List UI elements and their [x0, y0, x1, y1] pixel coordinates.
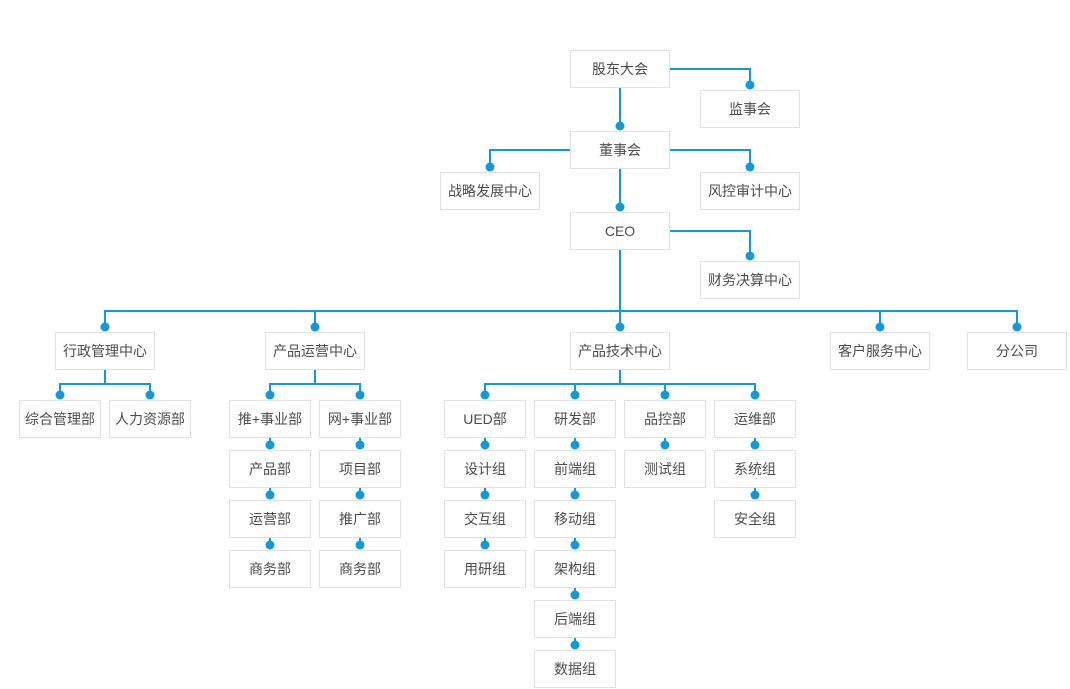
edge-shareholders-supervisory [670, 68, 755, 90]
org-node-strategy-center: 战略发展中心 [440, 172, 540, 210]
org-node-ued-dept: UED部 [444, 400, 526, 438]
org-node-security-group: 安全组 [714, 500, 796, 538]
org-node-business-dept-wang: 商务部 [319, 550, 401, 588]
org-node-data-group: 数据组 [534, 650, 616, 688]
org-node-design-group: 设计组 [444, 450, 526, 488]
org-node-branch-company: 分公司 [967, 332, 1067, 370]
edge-tech-children [480, 370, 760, 400]
org-node-product-dept: 产品部 [229, 450, 311, 488]
org-node-wang-division: 网+事业部 [319, 400, 401, 438]
org-node-ops-center: 产品运营中心 [265, 332, 365, 370]
org-node-service-center: 客户服务中心 [830, 332, 930, 370]
chain-links-tui-division [265, 438, 275, 550]
org-node-architecture-group: 架构组 [534, 550, 616, 588]
chain-links-ued [480, 438, 490, 550]
chain-links-wang-division [355, 438, 365, 550]
org-node-backend-group: 后端组 [534, 600, 616, 638]
org-node-interaction-group: 交互组 [444, 500, 526, 538]
org-node-supervisory-board: 监事会 [700, 90, 800, 128]
org-node-rd-dept: 研发部 [534, 400, 616, 438]
chain-links-devops [750, 438, 760, 500]
org-node-project-dept: 项目部 [319, 450, 401, 488]
org-node-testing-group: 测试组 [624, 450, 706, 488]
edge-admin-children [55, 370, 155, 400]
org-node-qc-dept: 品控部 [624, 400, 706, 438]
org-node-promotion-dept: 推广部 [319, 500, 401, 538]
org-node-risk-audit-center: 风控审计中心 [700, 172, 800, 210]
org-node-business-dept-tui: 商务部 [229, 550, 311, 588]
edge-board-strategy [485, 149, 570, 172]
chain-links-qc [660, 438, 670, 450]
edge-ops-children [265, 370, 365, 400]
org-node-tech-center: 产品技术中心 [570, 332, 670, 370]
org-node-board-of-directors: 董事会 [570, 131, 670, 169]
org-node-devops-dept: 运维部 [714, 400, 796, 438]
org-node-general-mgmt-dept: 综合管理部 [19, 400, 101, 438]
org-node-system-group: 系统组 [714, 450, 796, 488]
org-node-admin-center: 行政管理中心 [55, 332, 155, 370]
org-node-hr-dept: 人力资源部 [109, 400, 191, 438]
edge-shareholders-board [615, 88, 625, 131]
org-node-research-group: 用研组 [444, 550, 526, 588]
chain-links-rd [570, 438, 580, 650]
edge-ceo-centers [100, 250, 1022, 332]
edge-board-ceo [615, 169, 625, 212]
org-node-finance-center: 财务决算中心 [700, 261, 800, 299]
org-node-frontend-group: 前端组 [534, 450, 616, 488]
edge-board-risk-audit [670, 149, 755, 172]
org-node-mobile-group: 移动组 [534, 500, 616, 538]
org-node-shareholders-meeting: 股东大会 [570, 50, 670, 88]
edge-ceo-finance [670, 230, 755, 261]
org-node-operation-dept: 运营部 [229, 500, 311, 538]
org-node-ceo: CEO [570, 212, 670, 250]
org-node-tui-division: 推+事业部 [229, 400, 311, 438]
